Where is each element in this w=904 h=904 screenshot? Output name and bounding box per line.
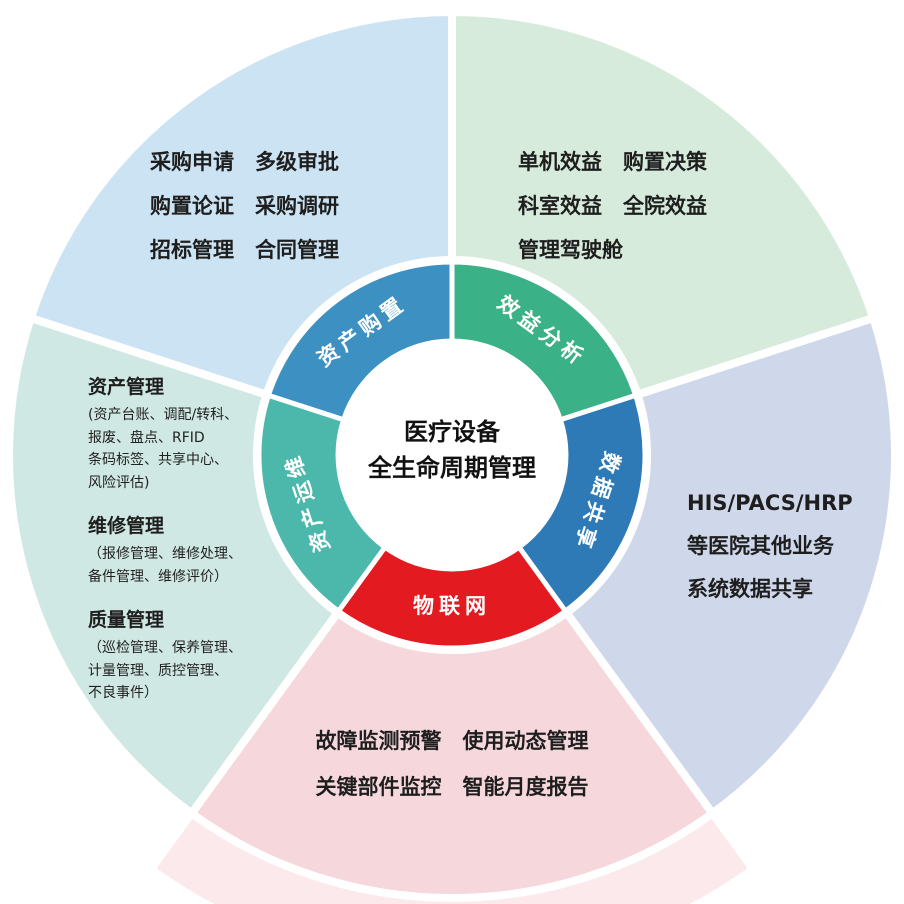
operation-group-quality-title: 质量管理 <box>88 609 165 631</box>
data-sharing-line-3: 系统数据共享 <box>687 577 813 601</box>
data-sharing-text-block: HIS/PACS/HRP 等医院其他业务 系统数据共享 <box>687 482 853 611</box>
operation-group-asset-detail: (资产台账、调配/转科、 报废、盘点、RFID 条码标签、共享中心、 风险评估) <box>88 407 239 491</box>
operation-group-asset-title: 资产管理 <box>88 376 165 398</box>
procurement-line-2: 购置论证 采购调研 <box>150 194 339 218</box>
center-circle <box>336 339 568 571</box>
operation-group-quality: 质量管理 （巡检管理、保养管理、 计量管理、质控管理、 不良事件） <box>88 605 303 705</box>
benefit-line-1: 单机效益 购置决策 <box>518 150 707 174</box>
iot-line-2: 关键部件监控 智能月度报告 <box>315 775 589 799</box>
center-title-line1: 医疗设备 <box>404 418 500 446</box>
operation-group-repair-detail: （报修管理、维修处理、 备件管理、维修评价） <box>88 546 242 585</box>
operation-text-block: 资产管理 (资产台账、调配/转科、 报废、盘点、RFID 条码标签、共享中心、 … <box>88 372 303 722</box>
center-title: 医疗设备 全生命周期管理 <box>312 414 592 486</box>
iot-line-1: 故障监测预警 使用动态管理 <box>315 729 589 753</box>
procurement-line-3: 招标管理 合同管理 <box>150 238 339 262</box>
data-sharing-line-1: HIS/PACS/HRP <box>687 491 853 515</box>
procurement-line-1: 采购申请 多级审批 <box>150 150 339 174</box>
ring-label-iot: 物联网 <box>413 594 491 618</box>
iot-text-block: 故障监测预警 使用动态管理 关键部件监控 智能月度报告 <box>152 718 752 810</box>
operation-group-quality-detail: （巡检管理、保养管理、 计量管理、质控管理、 不良事件） <box>88 640 242 701</box>
operation-group-repair-title: 维修管理 <box>88 515 165 537</box>
operation-group-asset: 资产管理 (资产台账、调配/转科、 报废、盘点、RFID 条码标签、共享中心、 … <box>88 372 303 494</box>
data-sharing-line-2: 等医院其他业务 <box>687 534 834 558</box>
benefit-line-2: 科室效益 全院效益 <box>518 194 707 218</box>
center-title-line2: 全生命周期管理 <box>368 454 536 482</box>
benefit-line-3: 管理驾驶舱 <box>518 238 623 262</box>
procurement-text-block: 采购申请 多级审批 购置论证 采购调研 招标管理 合同管理 <box>150 140 339 272</box>
benefit-text-block: 单机效益 购置决策 科室效益 全院效益 管理驾驶舱 <box>518 140 707 272</box>
operation-group-repair: 维修管理 （报修管理、维修处理、 备件管理、维修评价） <box>88 511 303 588</box>
